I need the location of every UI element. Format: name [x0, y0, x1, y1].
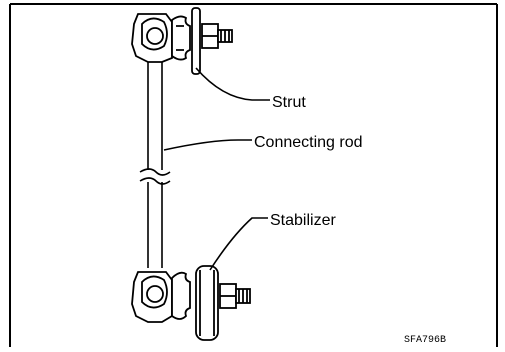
label-stabilizer: Stabilizer — [270, 212, 336, 229]
lower-ball-joint — [131, 265, 251, 341]
figure-code: SFA796B — [404, 335, 446, 346]
label-connecting-rod: Connecting rod — [254, 134, 363, 151]
leader-lines — [163, 67, 270, 271]
figure-border — [9, 3, 498, 347]
connecting-rod — [139, 52, 171, 268]
label-strut: Strut — [272, 94, 306, 111]
upper-ball-joint — [131, 7, 233, 75]
